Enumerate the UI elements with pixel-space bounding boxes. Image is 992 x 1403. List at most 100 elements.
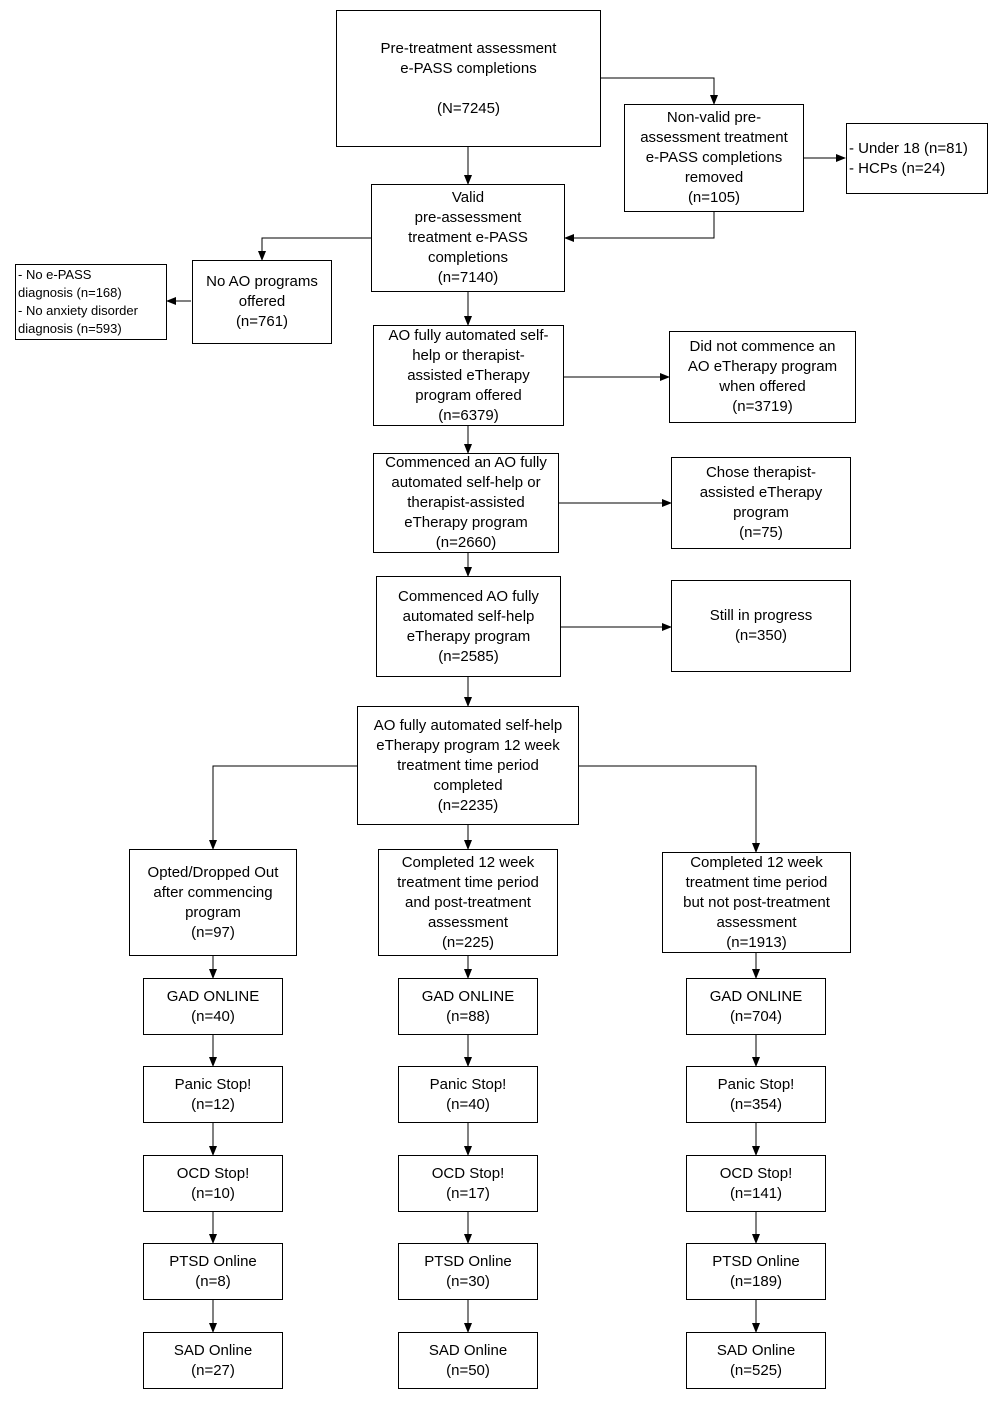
box-text-line: (n=1913) bbox=[726, 933, 787, 951]
box-text-line: assisted eTherapy bbox=[699, 484, 823, 501]
box-text-line: No AO programs bbox=[206, 273, 318, 290]
box-text-line: Pre-treatment assessment bbox=[380, 39, 557, 57]
box-text-line: OCD Stop! bbox=[176, 1164, 250, 1182]
box-text-line: program bbox=[185, 903, 241, 921]
box-text-line: help or therapist- bbox=[412, 346, 525, 364]
box-text-line: completions bbox=[427, 249, 509, 266]
box-text-line: assessment treatment bbox=[640, 129, 788, 146]
in-progress-box: Still in progress(n=350) bbox=[671, 580, 851, 672]
pre-treatment-box: Pre-treatment assessment e-PASS completio… bbox=[336, 10, 601, 147]
box-text-line: (n=704) bbox=[729, 1007, 783, 1025]
box-text-line: eTherapy program 12 week bbox=[376, 736, 560, 754]
box-text-line: (n=2585) bbox=[438, 647, 499, 665]
col1-ocd-box: OCD Stop! (n=10) bbox=[143, 1155, 283, 1212]
box-text-line: treatment time period bbox=[397, 873, 539, 891]
col3-panic-box: Panic Stop! (n=354) bbox=[686, 1066, 826, 1123]
box-text-line: (n=354) bbox=[729, 1095, 783, 1113]
box-text-line: Panic Stop! bbox=[717, 1075, 795, 1093]
no-ao-box: No AO programs offered (n=761) bbox=[192, 260, 332, 344]
box-text-line: SAD Online bbox=[173, 1341, 253, 1359]
box-text-line: (n=88) bbox=[446, 1007, 490, 1025]
box-text-line: (n=3719) bbox=[732, 398, 793, 415]
box-text-line: (n=141) bbox=[729, 1184, 783, 1202]
box-text-line: treatment e-PASS bbox=[408, 229, 528, 246]
box-text-line: PTSD Online bbox=[424, 1252, 512, 1270]
box-text-line: (n=17) bbox=[446, 1184, 490, 1202]
box-text-line: treatment time period bbox=[685, 873, 828, 891]
box-text-line: completed bbox=[433, 776, 503, 794]
box-text-line: after commencing bbox=[153, 883, 273, 901]
box-text-line: assisted eTherapy bbox=[407, 366, 530, 384]
col2-sad-box: SAD Online(n=50) bbox=[398, 1332, 538, 1389]
col1-ptsd-box: PTSD Online(n=8) bbox=[143, 1243, 283, 1300]
box-text-line: (n=761) bbox=[235, 313, 289, 330]
box-text-line: Opted/Dropped Out bbox=[147, 863, 279, 881]
box-text-line: AO fully automated self- bbox=[388, 326, 549, 344]
box-text-line: (n=2235) bbox=[437, 796, 499, 814]
completed-period-box: AO fully automated self-help eTherapy pro… bbox=[357, 706, 579, 825]
box-text-line: (N=7245) bbox=[437, 99, 500, 117]
box-text-line: GAD ONLINE bbox=[421, 987, 515, 1005]
box-text-line: AO eTherapy program bbox=[687, 358, 838, 375]
box-text-line: (n=27) bbox=[191, 1361, 235, 1379]
box-text-line: automated self-help bbox=[402, 607, 535, 625]
col2-panic-box: Panic Stop!(n=40) bbox=[398, 1066, 538, 1123]
under18-hcps-box: - Under 18 (n=81)- HCPs (n=24) bbox=[846, 123, 988, 194]
box-text-line: (n=30) bbox=[446, 1272, 490, 1290]
col1-gad-box: GAD ONLINE(n=40) bbox=[143, 978, 283, 1035]
col2-ocd-box: OCD Stop! (n=17) bbox=[398, 1155, 538, 1212]
box-text-line: - HCPs (n=24) bbox=[849, 159, 946, 177]
box-text-line: offered bbox=[238, 293, 286, 310]
box-text-line: (n=225) bbox=[441, 933, 495, 951]
box-text-line: e-PASS completions bbox=[400, 59, 537, 77]
box-text-line: Commenced an AO fully bbox=[385, 454, 547, 471]
box-text-line: (n=12) bbox=[191, 1095, 235, 1113]
box-text-line: removed bbox=[684, 169, 744, 186]
box-text-line: (n=97) bbox=[191, 923, 235, 941]
offered-box: AO fully automated self-help or therapis… bbox=[373, 325, 564, 426]
col2-ptsd-box: PTSD Online (n=30) bbox=[398, 1243, 538, 1300]
arrow-valid-to-noao bbox=[258, 237, 371, 261]
box-text-line: (n=525) bbox=[729, 1361, 783, 1379]
box-text-line: OCD Stop! bbox=[719, 1164, 793, 1182]
box-text-line: pre-assessment bbox=[414, 209, 522, 226]
box-text-line: program bbox=[733, 504, 789, 521]
box-text-line: automated self-help or bbox=[391, 474, 541, 491]
box-text-line: assessment bbox=[716, 913, 797, 931]
box-text-line: Did not commence an bbox=[689, 338, 836, 355]
col1-panic-box: Panic Stop!(n=12) bbox=[143, 1066, 283, 1123]
box-text-line: GAD ONLINE bbox=[166, 987, 260, 1005]
box-text-line: assessment bbox=[427, 913, 509, 931]
box-text-line: (n=10) bbox=[191, 1184, 235, 1202]
box-text-line: (n=350) bbox=[734, 627, 788, 644]
commenced-any-box: Commenced an AO fully automated self-help… bbox=[373, 453, 559, 553]
box-text-line: Non-valid pre- bbox=[666, 109, 762, 126]
col3-ocd-box: OCD Stop! (n=141) bbox=[686, 1155, 826, 1212]
arrow-completed-to-col1 bbox=[209, 765, 357, 850]
col1-header-box: Opted/Dropped Out after commencing program… bbox=[129, 849, 297, 956]
box-text-line: (n=189) bbox=[729, 1272, 783, 1290]
box-text-line: (n=75) bbox=[739, 524, 783, 541]
box-text-line: (n=8) bbox=[195, 1272, 231, 1290]
box-text-line: (n=105) bbox=[687, 189, 741, 206]
box-text-line: PTSD Online bbox=[712, 1252, 800, 1270]
box-text-line: Commenced AO fully bbox=[398, 587, 539, 605]
box-text-line: diagnosis (n=593) bbox=[18, 321, 122, 336]
box-text-line: AO fully automated self-help bbox=[373, 716, 563, 734]
valid-box: Valid pre-assessment treatment e-PASS compl… bbox=[371, 184, 565, 292]
arrow-completed-to-col3 bbox=[579, 765, 760, 853]
box-text-line: but not post-treatment bbox=[683, 893, 830, 911]
box-text-line: treatment time period bbox=[397, 756, 539, 774]
col3-sad-box: SAD Online(n=525) bbox=[686, 1332, 826, 1389]
box-text-line: Completed 12 week bbox=[401, 853, 535, 871]
box-text-line: OCD Stop! bbox=[431, 1164, 505, 1182]
box-text-line: Valid bbox=[451, 189, 485, 206]
arrow-nonvalid-to-valid bbox=[564, 212, 715, 242]
box-text-line: - No e-PASS bbox=[18, 267, 92, 282]
